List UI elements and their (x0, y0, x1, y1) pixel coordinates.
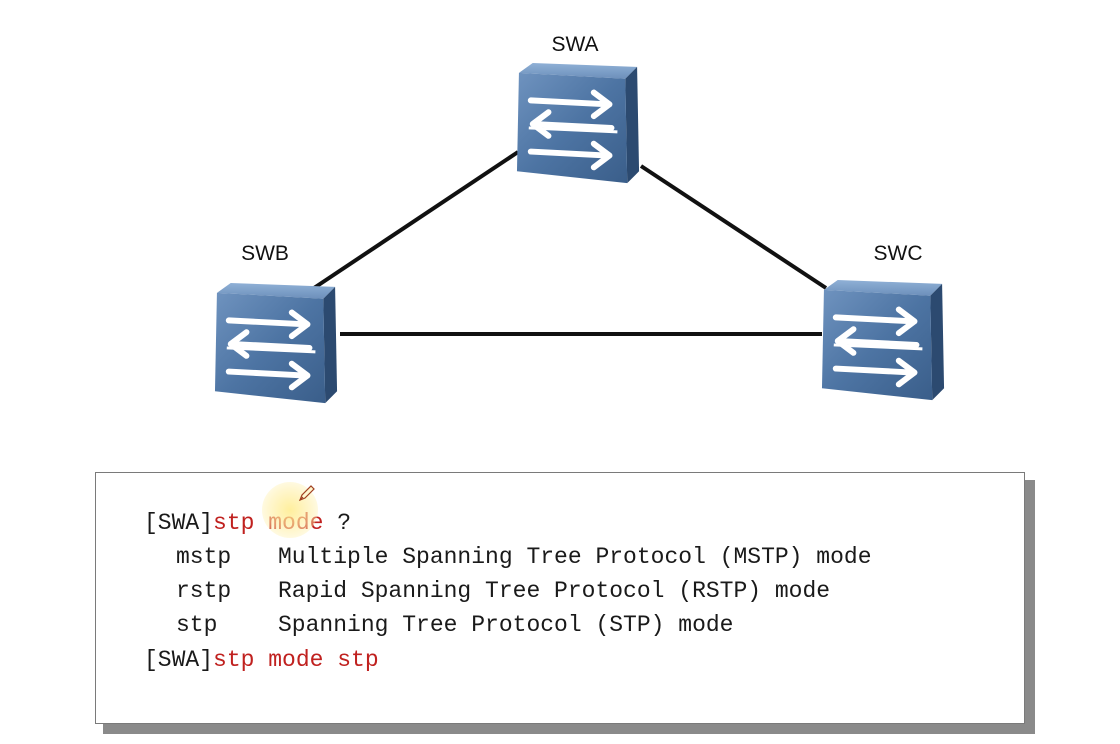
link-swa-swb (306, 150, 520, 294)
cli-prompt: [SWA] (144, 510, 214, 536)
cli-prompt: [SWA] (144, 647, 214, 673)
switch-swc (822, 280, 944, 400)
cli-option: stp (176, 612, 218, 638)
cli-option-description: Multiple Spanning Tree Protocol (MSTP) m… (278, 544, 872, 570)
switch-icon (517, 63, 639, 183)
cli-line-set: [SWA]stp mode stp (144, 646, 379, 674)
cli-suffix: ? (323, 510, 352, 536)
switch-icon (822, 280, 944, 400)
cli-line-option-rstp: rstp Rapid Spanning Tree Protocol (RSTP) … (144, 577, 830, 605)
cli-option-description: Spanning Tree Protocol (STP) mode (278, 612, 734, 638)
switch-swa (517, 63, 639, 183)
network-topology-diagram: SWA SWB SWC (0, 33, 1120, 460)
cli-command: stp mode stp (213, 647, 379, 673)
switch-label-swa: SWA (551, 33, 598, 56)
cli-line-query: [SWA]stp mode ? (144, 509, 351, 537)
switch-label-swc: SWC (874, 242, 923, 265)
cli-option-description: Rapid Spanning Tree Protocol (RSTP) mode (278, 578, 831, 604)
switch-swb (215, 283, 337, 403)
switch-icon (215, 283, 337, 403)
link-swa-swc (639, 164, 828, 290)
cli-line-option-mstp: mstp Multiple Spanning Tree Protocol (MST… (144, 543, 872, 571)
cli-command: stp mode (213, 510, 324, 536)
cli-line-option-stp: stp Spanning Tree Protocol (STP) mode (144, 611, 733, 639)
switch-label-swb: SWB (241, 242, 289, 265)
cli-option: rstp (176, 578, 232, 604)
cli-option: mstp (176, 544, 232, 570)
